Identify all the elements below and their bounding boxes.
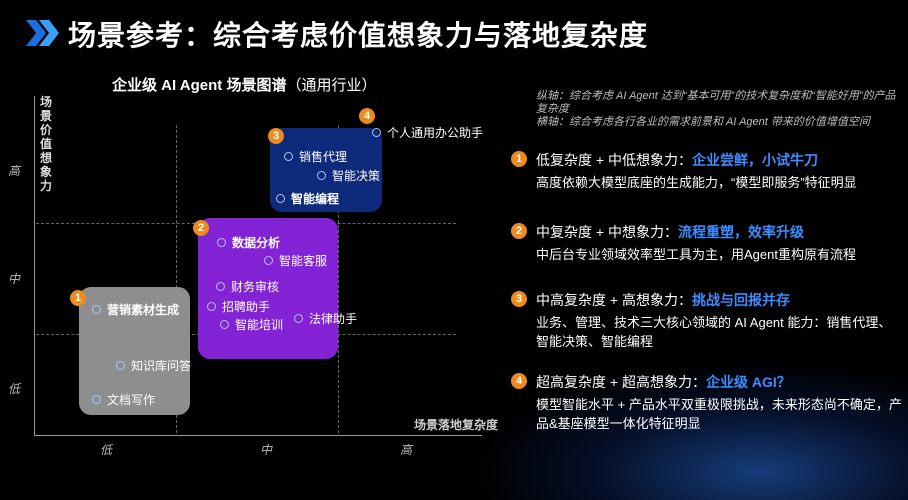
y-tick-mid: 中 (8, 272, 21, 286)
section-3-highlight: 挑战与回报并存 (691, 292, 790, 308)
section-1-highlight: 企业尝鲜，小试牛刀 (691, 152, 818, 168)
point-marker-icon (92, 305, 101, 315)
point-marker-icon (317, 171, 326, 181)
point-marker-icon (116, 361, 125, 371)
section-3-heading: 中高复杂度 + 高想象力：挑战与回报并存 (536, 292, 790, 308)
point-marker-icon (372, 128, 381, 138)
scenario-data-analysis: 数据分析 (217, 234, 280, 251)
point-marker-icon (92, 395, 101, 405)
axis-note-vertical: 纵轴：综合考虑 AI Agent 达到“基本可用”的技术复杂度和“智能好用”的产… (536, 90, 896, 115)
scenario-legal-assistant: 法律助手 (294, 310, 357, 327)
point-marker-icon (217, 238, 226, 248)
scenario-sales-agent: 销售代理 (284, 148, 347, 165)
point-marker-icon (264, 256, 273, 266)
page-title: 场景参考：综合考虑价值想象力与落地复杂度 (68, 20, 649, 51)
group-4-badge: 4 (359, 108, 375, 124)
chart-title: 企业级 AI Agent 场景图谱（通用行业） (112, 74, 376, 95)
x-tick-low: 低 (100, 443, 113, 457)
point-marker-icon (220, 320, 229, 330)
grid-line-v2 (338, 125, 339, 433)
section-1-badge: 1 (511, 151, 527, 167)
scenario-smart-programming: 智能编程 (276, 190, 339, 207)
x-axis-label: 场景落地复杂度 (414, 418, 499, 432)
scenario-recruiting-assistant: 招聘助手 (207, 298, 270, 315)
group-1-badge: 1 (70, 290, 86, 306)
section-4-highlight: 企业级 AGI？ (705, 374, 791, 390)
section-4-badge: 4 (511, 373, 527, 389)
scenario-smart-training: 智能培训 (220, 316, 283, 333)
section-2-highlight: 流程重塑，效率升级 (677, 224, 804, 240)
section-2-badge: 2 (511, 223, 527, 239)
point-marker-icon (207, 302, 216, 312)
section-4-heading: 超高复杂度 + 超高想象力：企业级 AGI？ (536, 374, 791, 390)
section-3-badge: 3 (511, 291, 527, 307)
x-tick-high: 高 (400, 443, 413, 457)
point-marker-icon (216, 282, 225, 292)
section-4-body: 模型智能水平 + 产品水平双重极限挑战，未来形态尚不确定，产品&基座模型一体化特… (536, 397, 902, 431)
x-axis-line (34, 435, 482, 436)
double-chevron-icon (26, 20, 59, 46)
y-tick-high: 高 (8, 164, 21, 178)
group-3-badge: 3 (268, 128, 284, 144)
scenario-smart-decision: 智能决策 (317, 167, 380, 184)
section-1-heading: 低复杂度 + 中低想象力：企业尝鲜，小试牛刀 (536, 152, 818, 168)
point-marker-icon (284, 152, 293, 162)
y-axis-label: 场景价值想象力 (40, 95, 53, 193)
scenario-knowledge-qa: 知识库问答 (116, 357, 191, 374)
point-marker-icon (276, 194, 285, 204)
chart-title-main: 企业级 AI Agent 场景图谱 (112, 77, 287, 94)
y-axis-line (34, 96, 35, 435)
x-tick-mid: 中 (260, 443, 273, 457)
group-3-box (270, 128, 382, 212)
chart-title-paren: （通用行业） (286, 77, 377, 94)
scenario-marketing-content: 营销素材生成 (92, 301, 179, 318)
section-2-heading: 中复杂度 + 中想象力：流程重塑，效率升级 (536, 224, 804, 240)
axis-note-horizontal: 横轴：综合考虑各行各业的需求前景和 AI Agent 带来的价值增值空间 (536, 116, 870, 128)
section-2-body: 中后台专业领域效率型工具为主，用Agent重构原有流程 (536, 247, 856, 262)
point-marker-icon (294, 314, 303, 324)
scenario-finance-audit: 财务审核 (216, 278, 279, 295)
section-3-body: 业务、管理、技术三大核心领域的 AI Agent 能力：销售代理、智能决策、智能… (536, 315, 892, 349)
scenario-document-writing: 文档写作 (92, 391, 155, 408)
grid-line-v1 (176, 125, 177, 433)
scenario-smart-customer-service: 智能客服 (264, 252, 327, 269)
axis-notes: 纵轴：综合考虑 AI Agent 达到“基本可用”的技术复杂度和“智能好用”的产… (536, 90, 906, 129)
group-2-badge: 2 (193, 220, 209, 236)
y-tick-low: 低 (8, 382, 21, 396)
scenario-personal-office-assistant: 个人通用办公助手 (372, 124, 483, 141)
section-1-body: 高度依赖大模型底座的生成能力，“模型即服务”特征明显 (536, 175, 857, 190)
